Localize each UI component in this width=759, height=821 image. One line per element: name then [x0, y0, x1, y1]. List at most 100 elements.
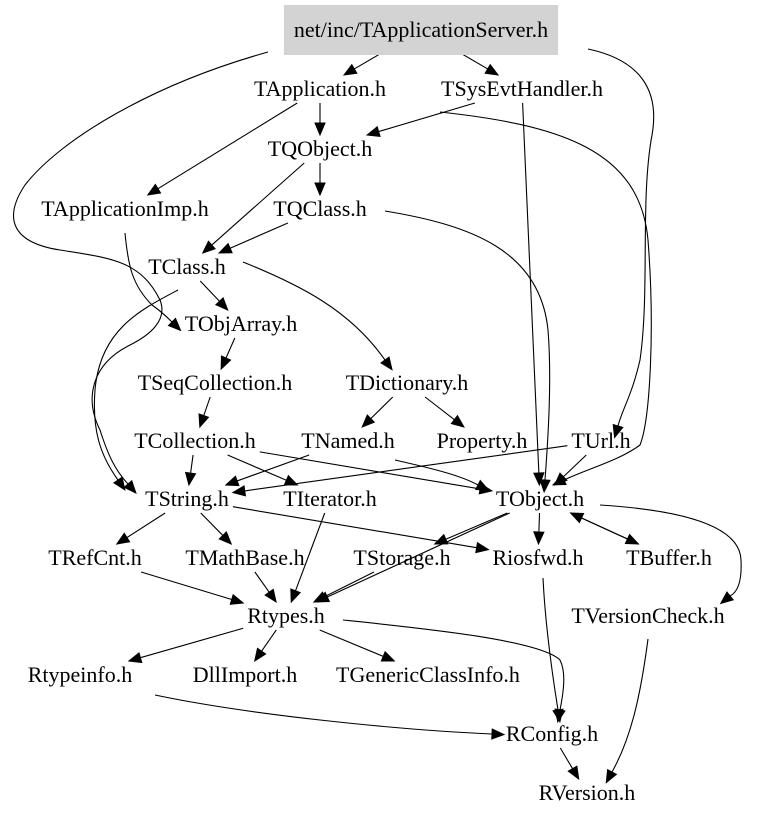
edge-turl-to-tstring	[244, 445, 568, 492]
node-tapplicationimp[interactable]: TApplicationImp.h	[41, 196, 208, 221]
edge-rtypeinfo-to-rconfig	[154, 694, 493, 735]
node-tnamed[interactable]: TNamed.h	[301, 428, 394, 453]
edge-riosfwd-to-rconfig	[542, 577, 559, 711]
edge-tcollection-to-titerator	[227, 454, 287, 481]
node-tqclass[interactable]: TQClass.h	[273, 196, 367, 221]
node-label-tobject: TObject.h	[496, 486, 584, 511]
node-tobjarray[interactable]: TObjArray.h	[185, 311, 297, 336]
edge-tclass-to-tobjarray-arrowhead	[214, 296, 229, 311]
node-tapplication[interactable]: TApplication.h	[254, 76, 386, 101]
edge-tmathbase-to-rtypes	[254, 571, 270, 593]
node-turl[interactable]: TUrl.h	[571, 428, 630, 453]
edge-tclass-to-tobjarray	[199, 280, 220, 302]
node-tstorage[interactable]: TStorage.h	[353, 545, 450, 570]
edge-tapplication-to-tapplicationimp-arrowhead	[146, 183, 162, 196]
edge-tseqcollection-to-tcollection-arrowhead	[198, 413, 210, 429]
edge-tclass-to-tdictionary-arrowhead	[380, 356, 393, 371]
node-tsysevthandler[interactable]: TSysEvtHandler.h	[441, 76, 603, 101]
node-label-tclass: TClass.h	[148, 254, 226, 279]
edge-tqclass-to-tobject	[384, 210, 551, 481]
node-tmathbase[interactable]: TMathBase.h	[185, 545, 304, 570]
node-rtypeinfo[interactable]: Rtypeinfo.h	[28, 662, 133, 687]
edge-root-to-turl-arrowhead	[612, 423, 624, 439]
edge-rtypes-to-tgenericclassinfo	[319, 629, 384, 657]
edge-root-to-tsysevthandler-arrowhead	[484, 63, 500, 76]
edge-tapplication-to-tobject	[439, 111, 652, 481]
node-label-tseqcollection: TSeqCollection.h	[138, 370, 293, 395]
node-rversion[interactable]: RVersion.h	[539, 780, 636, 805]
edge-tnamed-to-tobject-arrowhead	[474, 479, 490, 492]
edge-tdictionary-to-tnamed-arrowhead	[361, 414, 376, 428]
node-tbuffer[interactable]: TBuffer.h	[626, 545, 712, 570]
edge-tstring-to-riosfwd	[232, 506, 477, 549]
edge-tsysevthandler-to-tobject-arrowhead	[533, 472, 545, 487]
node-tcollection[interactable]: TCollection.h	[134, 428, 256, 453]
edge-tqobject-to-tqclass-arrowhead	[314, 182, 326, 197]
edge-tcollection-to-tobject	[259, 451, 481, 490]
node-titerator[interactable]: TIterator.h	[283, 486, 376, 511]
edge-tobjarray-to-tseqcollection	[225, 337, 236, 359]
node-label-tbuffer: TBuffer.h	[626, 545, 712, 570]
node-label-tversioncheck: TVersionCheck.h	[571, 603, 724, 628]
node-tstring[interactable]: TString.h	[145, 486, 229, 511]
node-tversioncheck[interactable]: TVersionCheck.h	[571, 603, 724, 628]
node-tqobject[interactable]: TQObject.h	[268, 136, 372, 161]
node-tdictionary[interactable]: TDictionary.h	[346, 370, 469, 395]
root-node-box	[283, 5, 559, 55]
node-rtypes[interactable]: Rtypes.h	[247, 603, 325, 628]
node-trefcnt[interactable]: TRefCnt.h	[48, 545, 142, 570]
edge-tobject-to-riosfwd-arrowhead	[533, 531, 545, 546]
edge-trefcnt-to-rtypes-arrowhead	[229, 593, 245, 605]
edge-tobject-to-tversioncheck	[599, 504, 742, 597]
edge-tqclass-to-tclass-arrowhead	[217, 242, 233, 254]
edge-titerator-to-rtypes	[294, 512, 326, 591]
edge-turl-to-tobject-arrowhead	[553, 472, 568, 486]
edge-tclass-to-tdictionary	[242, 261, 386, 361]
node-label-tsysevthandler: TSysEvtHandler.h	[441, 76, 603, 101]
node-property[interactable]: Property.h	[437, 428, 528, 453]
node-label-tapplication: TApplication.h	[254, 76, 386, 101]
edge-rtypes-to-dllimport	[261, 629, 277, 652]
edge-tobject-to-tstorage-arrowhead	[433, 533, 449, 545]
edge-tstring-to-trefcnt-arrowhead	[115, 532, 131, 545]
node-tclass[interactable]: TClass.h	[148, 254, 226, 279]
edge-tsysevthandler-to-tobject	[522, 102, 540, 474]
edge-tdictionary-to-tnamed	[370, 396, 394, 419]
node-riosfwd[interactable]: Riosfwd.h	[492, 545, 583, 570]
node-label-property: Property.h	[437, 428, 528, 453]
edge-tdictionary-to-property-arrowhead	[450, 414, 465, 428]
node-label-tmathbase: TMathBase.h	[185, 545, 304, 570]
node-label-titerator: TIterator.h	[283, 486, 376, 511]
node-label-rversion: RVersion.h	[539, 780, 636, 805]
edge-root-to-tstring	[13, 51, 269, 485]
edge-tbuffer-to-tobject-arrowhead	[569, 512, 585, 524]
node-dllimport[interactable]: DllImport.h	[193, 662, 298, 687]
edge-tstring-to-tmathbase-arrowhead	[218, 531, 233, 545]
node-label-rtypeinfo: Rtypeinfo.h	[28, 662, 133, 687]
edge-rtypes-to-rconfig-arrowhead	[554, 708, 566, 724]
edge-root-to-turl	[587, 48, 655, 427]
edge-rtypes-to-rtypeinfo-arrowhead	[127, 652, 143, 664]
node-root[interactable]: net/inc/TApplicationServer.h	[283, 5, 559, 55]
edge-tobject-to-riosfwd	[538, 512, 541, 533]
node-rconfig[interactable]: RConfig.h	[506, 721, 598, 746]
edge-tcollection-to-tstring-arrowhead	[184, 471, 197, 487]
edge-tsysevthandler-to-tqobject	[378, 102, 476, 133]
node-label-root: net/inc/TApplicationServer.h	[294, 17, 548, 42]
edge-tobjarray-to-tseqcollection-arrowhead	[220, 355, 232, 371]
node-label-dllimport: DllImport.h	[193, 662, 298, 687]
edge-root-to-tapplication-arrowhead	[342, 63, 358, 76]
edge-tobject-to-rtypes	[327, 512, 510, 598]
node-label-tobjarray: TObjArray.h	[185, 311, 297, 336]
edge-tnamed-to-tobject	[394, 459, 479, 486]
edge-tversioncheck-to-rversion	[611, 638, 649, 773]
edge-tstring-to-riosfwd-arrowhead	[475, 541, 490, 554]
edge-rtypeinfo-to-rconfig-arrowhead	[491, 728, 506, 740]
node-tobject[interactable]: TObject.h	[496, 486, 584, 511]
edge-rconfig-to-rversion	[559, 747, 574, 769]
node-tseqcollection[interactable]: TSeqCollection.h	[138, 370, 293, 395]
nodes-layer: net/inc/TApplicationServer.hTApplication…	[28, 5, 725, 805]
edge-tversioncheck-to-rversion-arrowhead	[605, 768, 618, 784]
node-tgenericclassinfo[interactable]: TGenericClassInfo.h	[336, 662, 520, 687]
edge-rtypes-to-tgenericclassinfo-arrowhead	[380, 650, 396, 662]
